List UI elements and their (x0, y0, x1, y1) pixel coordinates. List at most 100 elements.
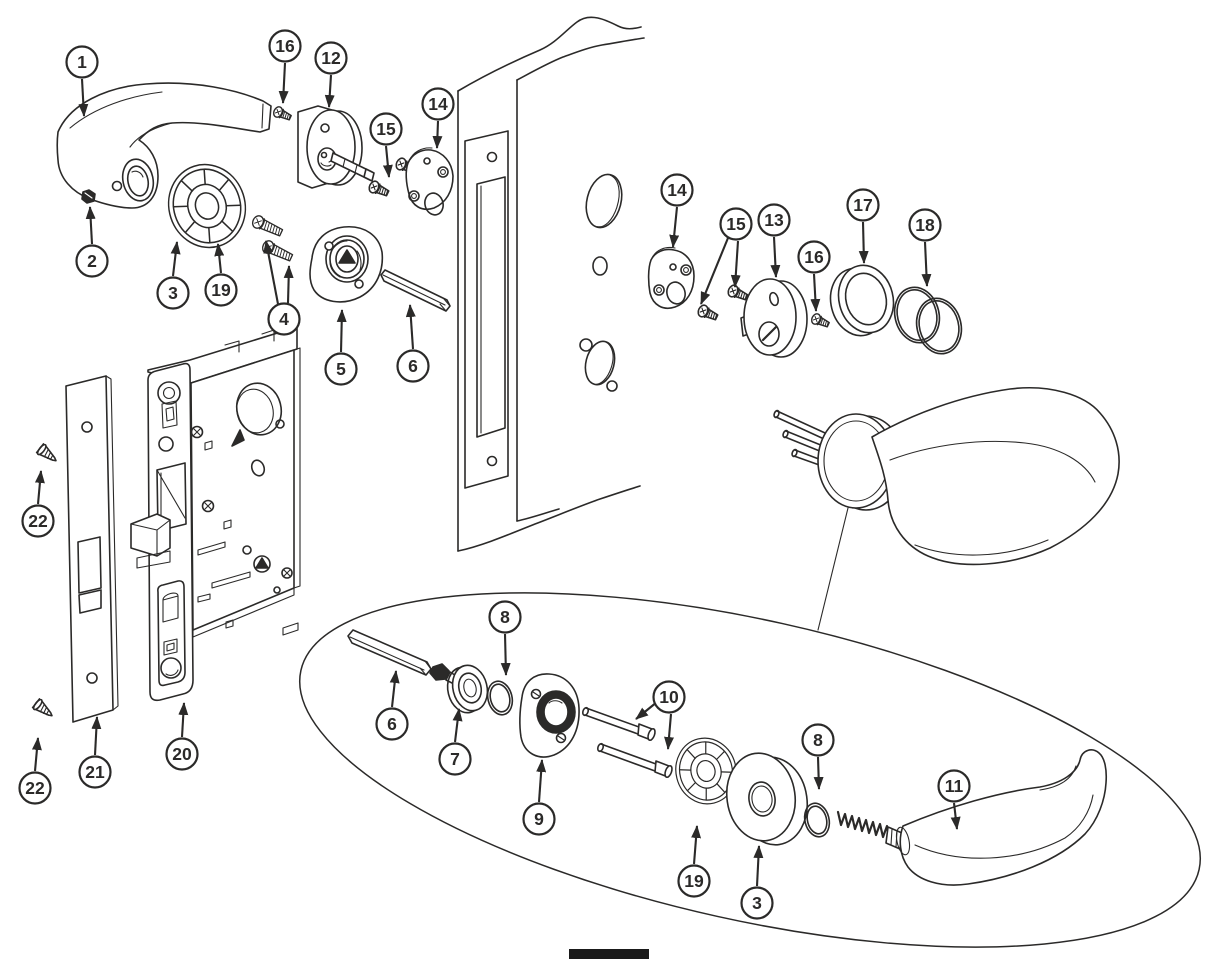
callout-balloon (660, 173, 694, 207)
callout-1: 1 (65, 45, 99, 117)
callout-arrow (730, 240, 741, 288)
faceplate-screw-bottom (31, 697, 57, 722)
faceplate-deadbolt-cutout (78, 589, 102, 614)
callout-balloon (421, 87, 455, 121)
door-through-bolt-hole-lower (606, 380, 618, 392)
callout-12: 12 (314, 41, 348, 108)
callout-7: 7 (438, 708, 472, 776)
callout-8: 8 (801, 723, 835, 790)
callout-arrow (283, 265, 294, 304)
callout-18: 18 (908, 208, 942, 287)
callout-22: 22 (18, 737, 52, 805)
callout-6: 6 (375, 670, 409, 741)
callout-balloon (268, 29, 302, 63)
trim-screw-15 (366, 178, 391, 200)
bubble-leader-line (817, 507, 849, 631)
callout-number: 7 (450, 749, 460, 769)
callout-balloon (652, 680, 686, 714)
callout-arrow (170, 241, 181, 277)
callout-13: 13 (757, 203, 791, 278)
callout-arrow (753, 845, 764, 887)
callout-balloon (21, 504, 55, 538)
lever-spring (836, 810, 891, 840)
callout-number: 6 (408, 356, 418, 376)
trim-screw-15-right-b (725, 282, 750, 304)
callout-balloon (797, 240, 831, 274)
door-cylinder-bore (585, 173, 623, 229)
callout-balloon (488, 600, 522, 634)
faceplate-latch-cutout (77, 536, 102, 594)
callout-balloon (677, 864, 711, 898)
callout-number: 8 (813, 730, 823, 750)
callout-number: 6 (387, 714, 397, 734)
callout-balloon (908, 208, 942, 242)
callout-balloon (438, 742, 472, 776)
callout-arrow (214, 243, 225, 274)
callout-number: 18 (915, 215, 935, 235)
callout-arrow (500, 633, 511, 676)
callout-3: 3 (156, 241, 190, 310)
callout-arrow (382, 145, 393, 178)
callout-number: 3 (168, 283, 178, 303)
bubble-spindle (347, 629, 459, 685)
callout-arrow (664, 713, 675, 750)
spindle-upper (380, 269, 451, 312)
callout-arrow (432, 120, 443, 149)
bubble-rose (725, 752, 809, 846)
callout-arrow (921, 241, 932, 287)
callout-balloon (757, 203, 791, 237)
callout-15: 15 (369, 112, 403, 178)
callout-number: 14 (428, 94, 448, 114)
spindle-hub (309, 226, 384, 303)
callout-9: 9 (522, 759, 556, 836)
callout-number: 16 (804, 247, 824, 267)
mortise-cylinder (297, 105, 375, 189)
callout-balloon (156, 276, 190, 310)
faceplate (65, 375, 119, 723)
callout-balloon (204, 273, 238, 307)
callout-balloon (267, 302, 301, 336)
door-small-bore-upper (592, 256, 608, 276)
trim-screw-16 (271, 104, 294, 124)
callout-balloon (375, 707, 409, 741)
callout-5: 5 (324, 309, 358, 386)
callout-number: 9 (534, 809, 544, 829)
callout-17: 17 (846, 188, 880, 264)
callout-number: 16 (275, 36, 295, 56)
door-through-bolt-hole-upper (579, 338, 593, 352)
callout-number: 10 (659, 687, 679, 707)
door-section (457, 16, 645, 552)
callout-balloon (396, 349, 430, 383)
callout-arrow (263, 240, 280, 305)
callout-20: 20 (165, 702, 199, 771)
callout-arrow (635, 701, 658, 720)
callout-4: 4 (263, 240, 301, 336)
door-hub-bore (584, 340, 616, 386)
bubble-ring-left (486, 680, 514, 716)
faceplate-screw-top (35, 442, 61, 467)
callout-arrow (950, 802, 961, 830)
callout-balloon (740, 886, 774, 920)
callout-21: 21 (78, 716, 112, 789)
callout-number: 19 (211, 280, 231, 300)
callout-balloon (78, 755, 112, 789)
callout-arrow (85, 206, 96, 245)
callout-15: 15 (700, 207, 753, 305)
callout-arrow (405, 304, 416, 350)
callout-arrow (770, 236, 781, 278)
blocking-ring (829, 264, 895, 337)
callout-3: 3 (740, 845, 774, 920)
callout-balloon (65, 45, 99, 79)
callout-number: 3 (752, 893, 762, 913)
outside-lever (56, 82, 272, 209)
mortise-lock-body (130, 326, 301, 702)
callout-22: 22 (21, 470, 55, 538)
callout-arrow (31, 737, 42, 772)
callout-arrow (178, 702, 189, 738)
callout-arrow (324, 74, 335, 108)
callout-14: 14 (421, 87, 455, 149)
callout-14: 14 (660, 173, 694, 248)
callout-arrow (536, 759, 547, 803)
